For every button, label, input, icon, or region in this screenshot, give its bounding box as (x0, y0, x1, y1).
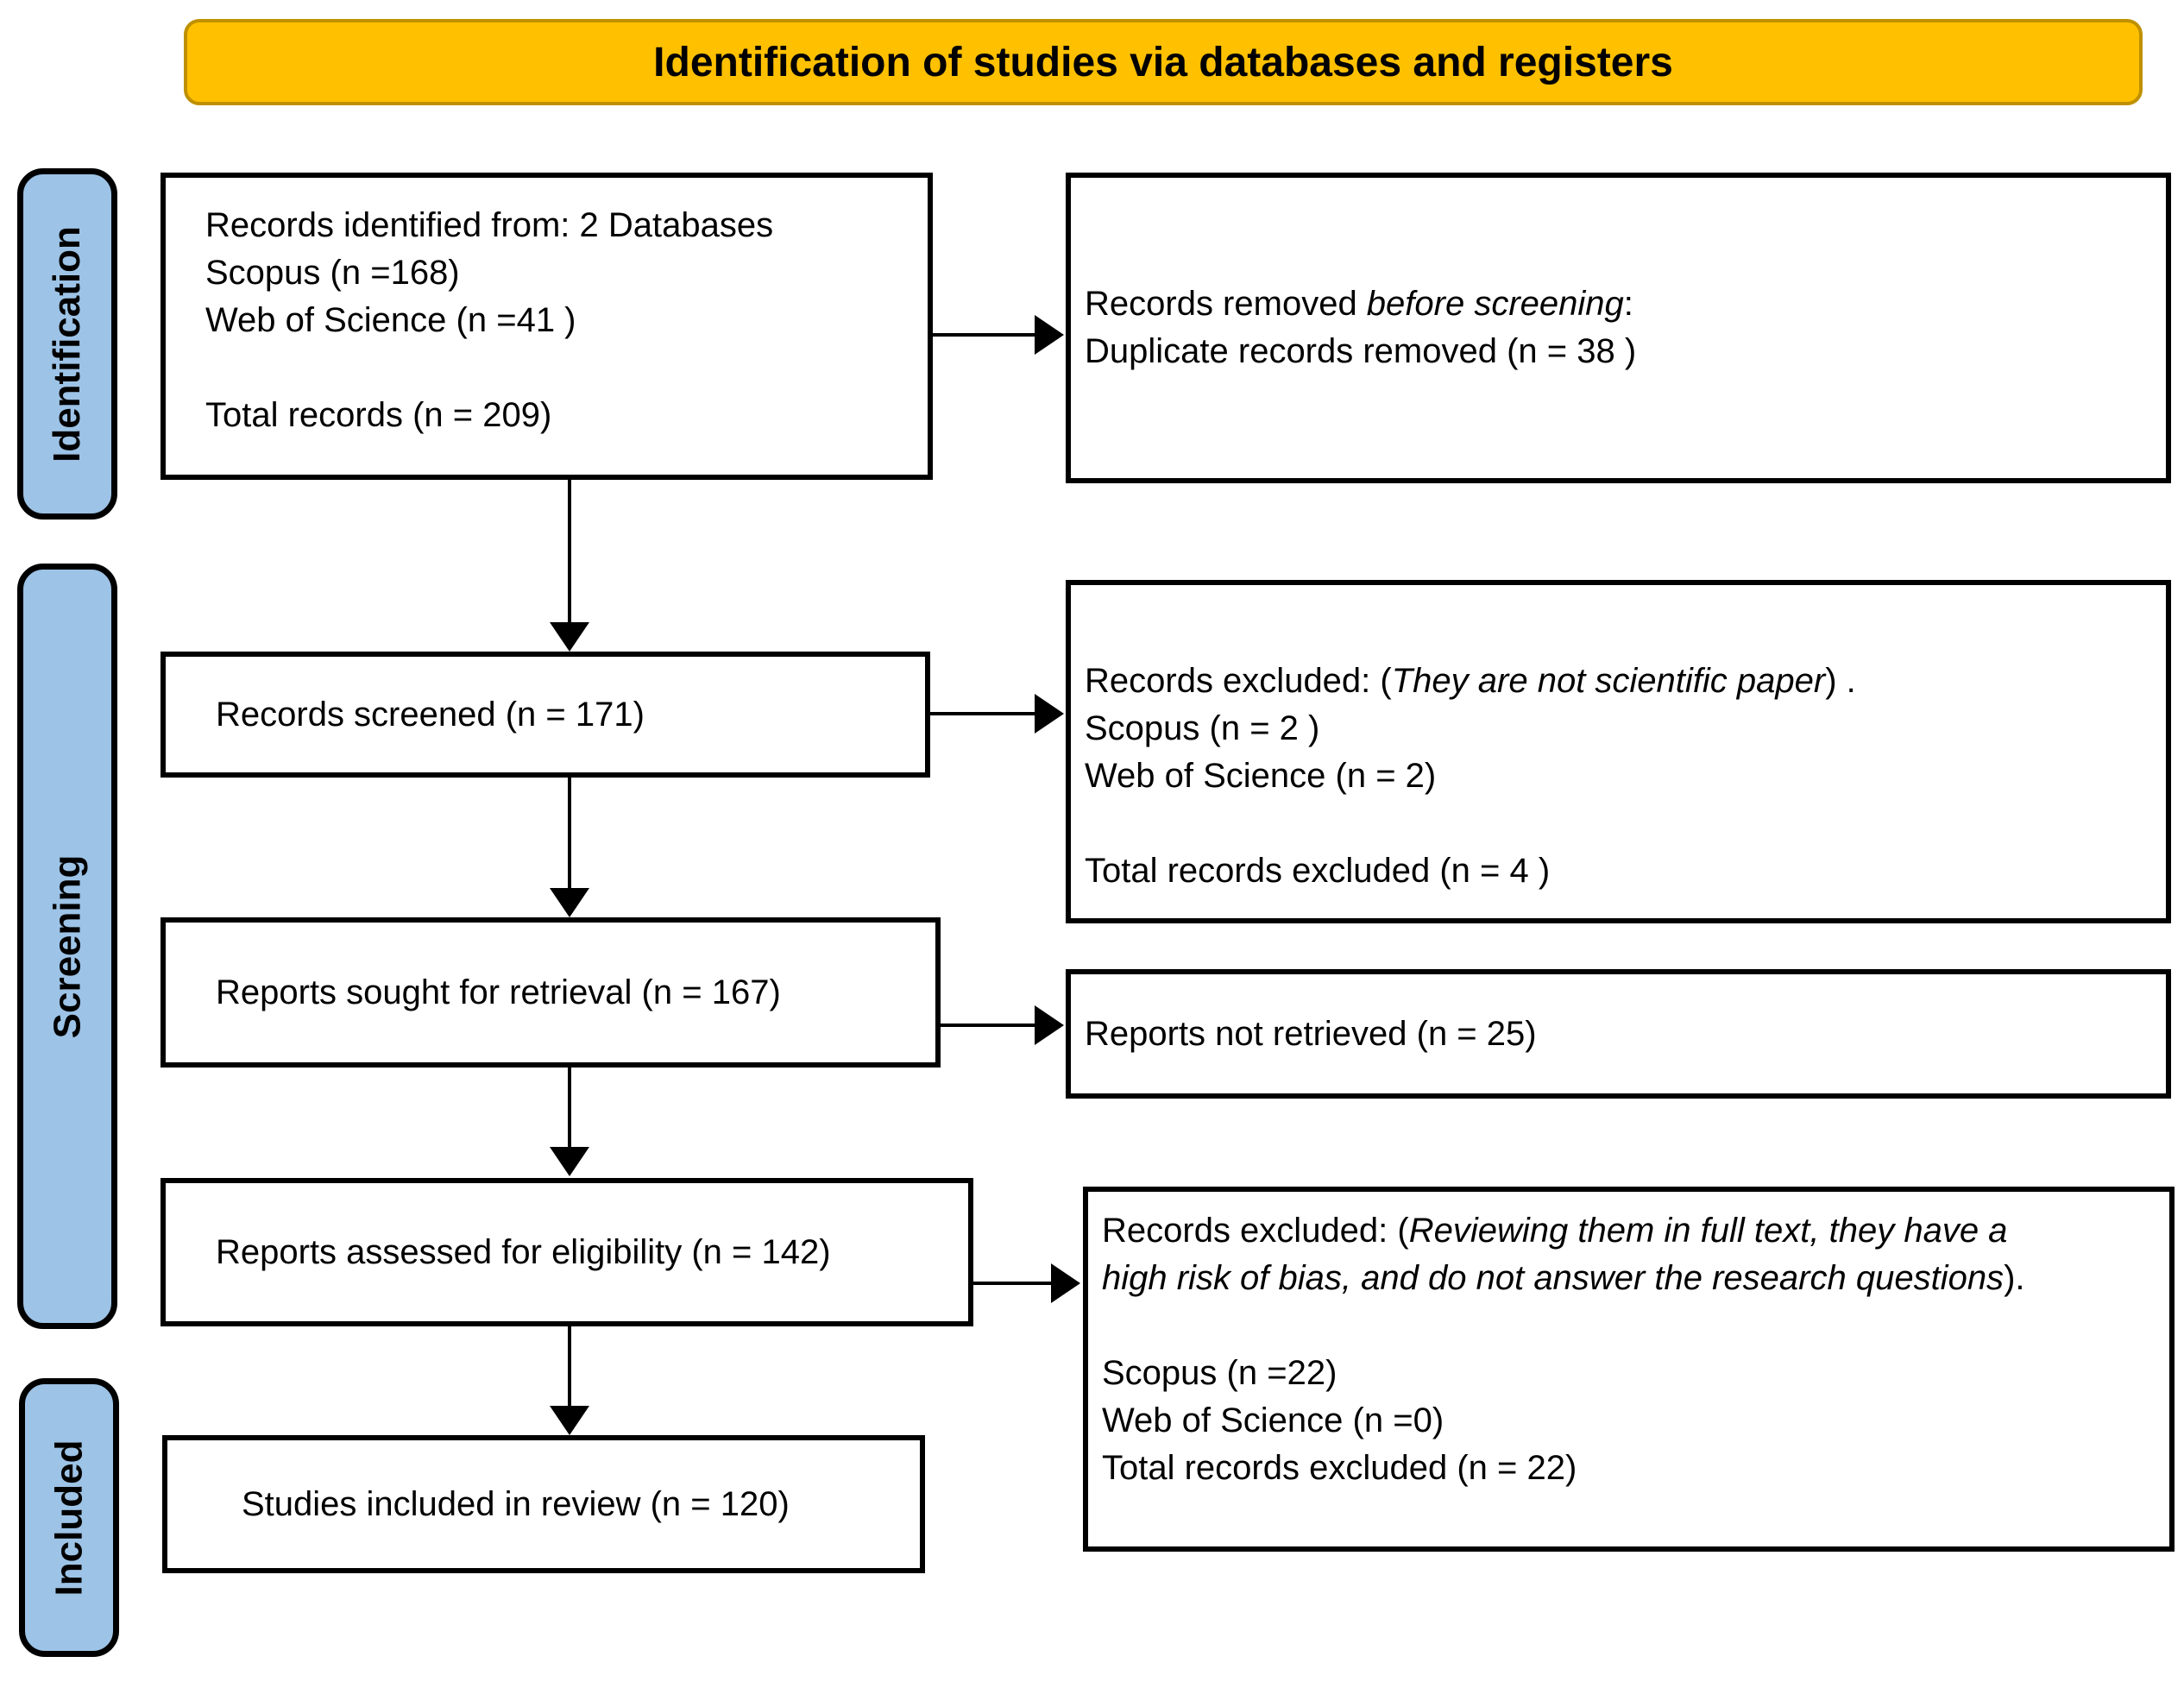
arrow-right-2-line (930, 712, 1036, 715)
stage-label-included: Included (19, 1378, 119, 1657)
records-excluded-fulltext-line-4: Web of Science (n =0) (1102, 1401, 1444, 1439)
records-excluded-fulltext-line-5: Total records excluded (n = 22) (1102, 1449, 1577, 1487)
studies-included-text: Studies included in review (n = 120) (242, 1484, 790, 1523)
records-removed-italic: before screening (1366, 285, 1624, 323)
arrow-down-3-line (568, 1068, 571, 1149)
arrow-right-1-head-icon (1035, 315, 1064, 355)
records-excluded-screening-line-2: Scopus (n = 2 ) (1085, 709, 1320, 747)
arrow-right-3-head-icon (1035, 1005, 1064, 1045)
box-records-screened: Records screened (n = 171) (160, 652, 930, 778)
records-excluded-screening-line-5: Total records excluded (n = 4 ) (1085, 852, 1551, 890)
records-identified-line-2: Scopus (n =168) (205, 254, 460, 292)
records-excluded-fulltext-line-3: Scopus (n =22) (1102, 1354, 1337, 1392)
stage-label-screening: Screening (17, 564, 117, 1329)
records-removed-line-1: Records removed before screening: (1085, 280, 2166, 328)
records-excluded-screening-prefix: Records excluded: ( (1085, 662, 1392, 700)
box-records-identified: Records identified from: 2 Databases Sco… (160, 173, 933, 480)
arrow-down-2-line (568, 778, 571, 890)
box-records-excluded-fulltext: Records excluded: (Reviewing them in ful… (1083, 1187, 2175, 1552)
arrow-right-2-head-icon (1035, 694, 1064, 734)
stage-label-identification: Identification (17, 168, 117, 520)
arrow-right-4-line (973, 1282, 1053, 1285)
records-excluded-fulltext-italic: Reviewing them in full text, they have a… (1102, 1212, 2008, 1297)
box-reports-not-retrieved: Reports not retrieved (n = 25) (1066, 969, 2171, 1099)
records-excluded-screening-line-4 (1085, 800, 2149, 847)
reports-sought-text: Reports sought for retrieval (n = 167) (216, 973, 781, 1011)
records-excluded-screening-suffix: ) . (1825, 662, 1856, 700)
arrow-right-1-line (933, 333, 1036, 337)
arrow-down-2-head-icon (550, 888, 589, 917)
arrow-down-3-head-icon (550, 1147, 589, 1176)
records-excluded-screening-line-1: Records excluded: (They are not scientif… (1085, 658, 2149, 705)
box-reports-sought: Reports sought for retrieval (n = 167) (160, 917, 941, 1068)
stage-label-screening-text: Screening (46, 854, 88, 1038)
records-removed-prefix: Records removed (1085, 285, 1367, 323)
records-excluded-fulltext-prefix: Records excluded: ( (1102, 1212, 1409, 1250)
records-excluded-fulltext-suffix: ). (2004, 1259, 2025, 1297)
box-reports-assessed: Reports assessed for eligibility (n = 14… (160, 1178, 973, 1326)
records-excluded-fulltext-paragraph: Records excluded: (Reviewing them in ful… (1102, 1207, 2068, 1302)
records-removed-suffix: : (1623, 285, 1633, 323)
records-excluded-fulltext-line-2 (1102, 1302, 2152, 1350)
reports-not-retrieved-text: Reports not retrieved (n = 25) (1085, 1014, 1537, 1053)
records-identified-line-3: Web of Science (n =41 ) (205, 301, 576, 339)
arrow-down-1-line (568, 480, 571, 625)
header-title: Identification of studies via databases … (653, 39, 1673, 85)
box-studies-included: Studies included in review (n = 120) (162, 1435, 925, 1573)
stage-label-identification-text: Identification (46, 225, 88, 463)
records-identified-line-4 (205, 344, 910, 392)
arrow-down-1-head-icon (550, 622, 589, 652)
box-records-excluded-screening: Records excluded: (They are not scientif… (1066, 580, 2171, 923)
box-records-removed: Records removed before screening: Duplic… (1066, 173, 2171, 483)
arrow-down-4-head-icon (550, 1406, 589, 1435)
reports-assessed-text: Reports assessed for eligibility (n = 14… (216, 1232, 831, 1271)
records-identified-line-1: Records identified from: 2 Databases (205, 206, 774, 244)
header-banner: Identification of studies via databases … (184, 19, 2143, 105)
arrow-right-3-line (941, 1024, 1036, 1027)
arrow-right-4-head-icon (1051, 1263, 1080, 1303)
records-excluded-screening-italic: They are not scientific paper (1391, 662, 1826, 700)
records-excluded-screening-line-3: Web of Science (n = 2) (1085, 757, 1437, 795)
records-removed-line-2: Duplicate records removed (n = 38 ) (1085, 332, 1637, 370)
records-screened-text: Records screened (n = 171) (216, 695, 645, 734)
records-identified-line-5: Total records (n = 209) (205, 396, 552, 434)
arrow-down-4-line (568, 1326, 571, 1408)
stage-label-included-text: Included (47, 1439, 90, 1596)
